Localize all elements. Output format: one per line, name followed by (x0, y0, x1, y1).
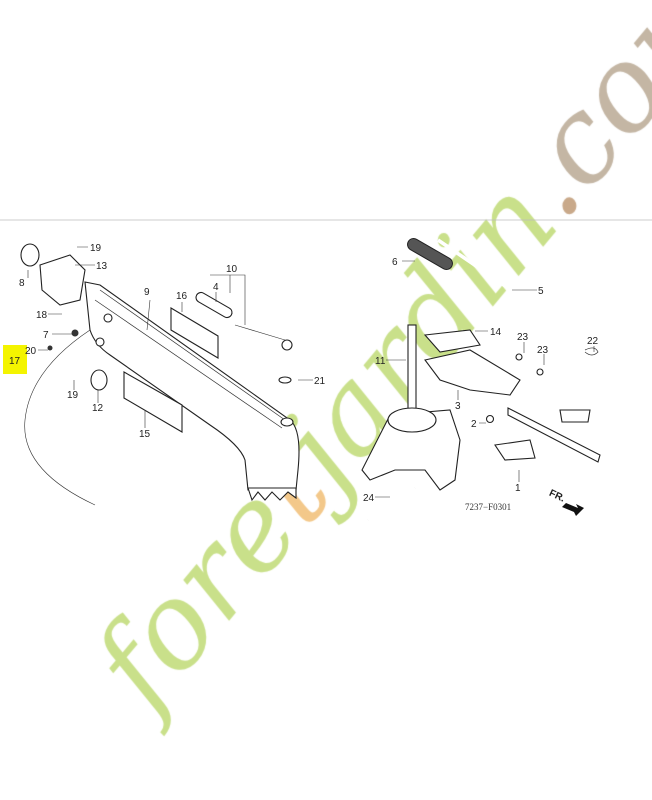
label-13: 13 (96, 261, 108, 272)
highlighted-part-box (3, 345, 27, 374)
label-8: 8 (19, 278, 25, 289)
drawing-code: 7237−F0301 (465, 502, 511, 512)
label-16: 16 (176, 291, 188, 302)
part-labels: 19 13 8 10 9 4 16 18 7 20 17 19 12 15 21… (9, 243, 599, 512)
front-label: FR. (547, 488, 566, 505)
label-18: 18 (36, 310, 48, 321)
label-2: 2 (471, 419, 477, 430)
label-11: 11 (375, 356, 386, 367)
label-17: 17 (9, 356, 21, 367)
label-5: 5 (538, 286, 544, 297)
label-12: 12 (92, 403, 104, 414)
label-7: 7 (43, 330, 49, 341)
label-23: 23 (517, 332, 529, 343)
label-21: 21 (314, 376, 326, 387)
label-20: 20 (25, 346, 37, 357)
handle-arm-assembly (20, 243, 300, 506)
label-3: 3 (455, 401, 461, 412)
label-19: 19 (90, 243, 102, 254)
label-19b: 19 (67, 390, 79, 401)
label-10: 10 (226, 264, 238, 275)
leader-lines (27, 246, 595, 498)
label-1: 1 (515, 483, 521, 494)
label-23b: 23 (537, 345, 549, 356)
label-22: 22 (587, 336, 599, 347)
label-4: 4 (213, 282, 219, 293)
gear-case-assembly (361, 238, 601, 521)
label-9: 9 (144, 287, 150, 298)
label-14: 14 (490, 327, 502, 338)
label-24: 24 (363, 493, 375, 504)
label-6: 6 (392, 257, 398, 268)
label-15: 15 (139, 429, 151, 440)
front-arrow-icon (562, 503, 584, 516)
